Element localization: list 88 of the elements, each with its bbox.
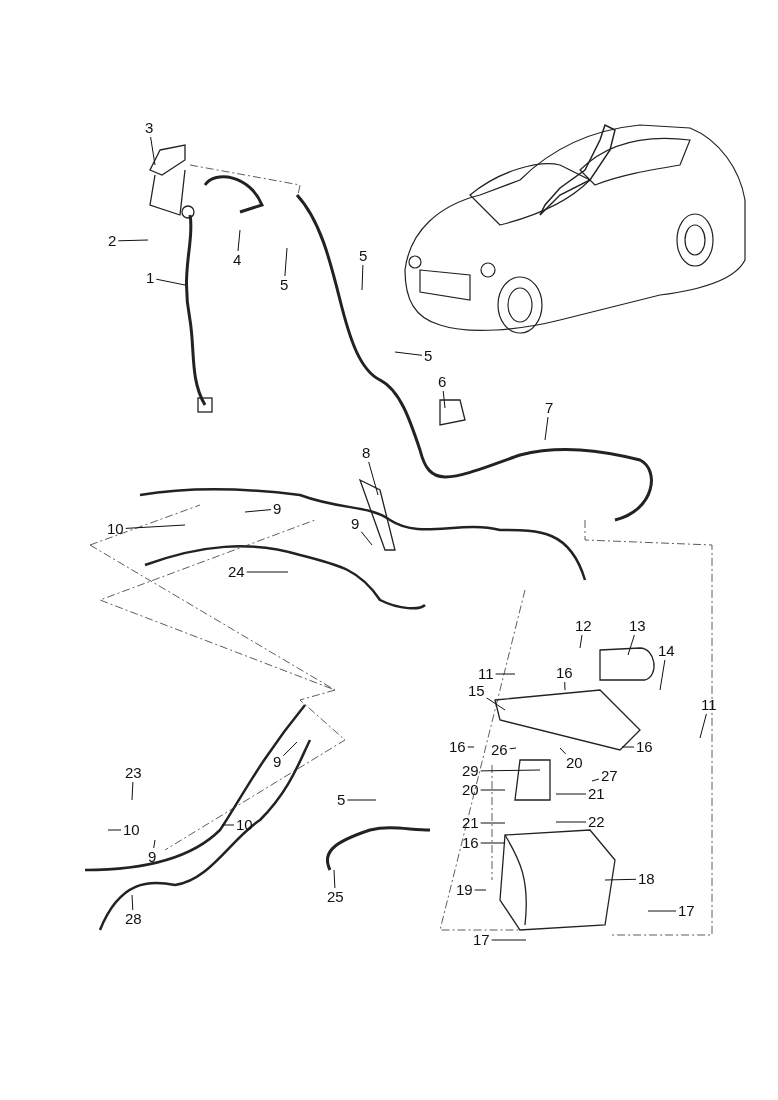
leader-line — [555, 821, 587, 823]
leader-line — [544, 416, 549, 441]
callout-number: 3 — [144, 120, 155, 136]
leader-line — [333, 869, 336, 889]
leader-line — [699, 713, 707, 739]
callout-number: 9 — [350, 516, 361, 532]
leader-line — [579, 634, 583, 649]
callout-number: 25 — [326, 889, 345, 905]
callout-number: 11 — [700, 697, 718, 713]
callout-number: 23 — [124, 765, 143, 781]
leader-line — [509, 747, 517, 750]
leader-line — [621, 746, 635, 748]
leader-line — [246, 571, 289, 573]
leader-line — [131, 894, 134, 911]
leader-line — [480, 789, 506, 791]
leader-line — [480, 769, 541, 772]
callout-number: 16 — [448, 739, 467, 755]
leader-line — [394, 351, 423, 356]
leader-line — [244, 509, 272, 513]
callout-number: 12 — [574, 618, 593, 634]
callout-number: 22 — [587, 814, 606, 830]
leader-line — [221, 824, 235, 826]
callout-number: 14 — [657, 643, 676, 659]
leader-line — [467, 746, 475, 748]
callout-number: 19 — [455, 882, 474, 898]
callout-number: 10 — [235, 817, 254, 833]
leader-line — [659, 659, 666, 691]
callout-number: 11 — [477, 666, 495, 682]
callout-number: 13 — [628, 618, 647, 634]
callout-number: 5 — [358, 248, 369, 264]
callout-number: 17 — [472, 932, 491, 948]
leader-line — [491, 939, 527, 941]
leader-line — [360, 531, 373, 546]
leader-line — [155, 278, 186, 286]
leader-line — [237, 229, 241, 252]
callout-number: 6 — [437, 374, 448, 390]
leader-line — [284, 247, 288, 277]
callout-number: 10 — [106, 521, 125, 537]
leader-line — [480, 822, 506, 824]
callout-number: 7 — [544, 400, 555, 416]
leader-line — [486, 697, 506, 711]
callout-number: 5 — [279, 277, 290, 293]
leader-line — [442, 390, 446, 409]
leader-line — [150, 136, 156, 166]
leader-line — [647, 910, 677, 912]
callout-number: 10 — [122, 822, 141, 838]
leader-line — [474, 889, 487, 891]
callout-number: 9 — [272, 501, 283, 517]
leader-line — [591, 778, 600, 782]
callout-number: 5 — [423, 348, 434, 364]
leader-line — [604, 878, 637, 881]
callout-number: 9 — [147, 849, 158, 865]
leader-line — [564, 681, 566, 691]
leader-line — [495, 673, 516, 675]
callout-number: 2 — [107, 233, 118, 249]
leader-line — [368, 461, 379, 496]
callout-number: 29 — [461, 763, 480, 779]
leader-line — [346, 799, 377, 801]
callout-number: 18 — [637, 871, 656, 887]
callout-number: 16 — [635, 739, 654, 755]
callout-number: 4 — [232, 252, 243, 268]
callout-number: 27 — [600, 768, 619, 784]
callout-number: 15 — [467, 683, 486, 699]
callout-number: 26 — [490, 742, 509, 758]
callout-number: 16 — [461, 835, 480, 851]
callout-number: 9 — [272, 754, 283, 770]
callout-number: 1 — [145, 270, 156, 286]
leader-line — [627, 634, 635, 656]
leader-line — [555, 793, 587, 795]
callout-number: 24 — [227, 564, 246, 580]
callout-number: 28 — [124, 911, 143, 927]
leader-line — [282, 741, 298, 757]
callout-number: 8 — [361, 445, 372, 461]
leader-line — [125, 524, 186, 529]
leader-line — [559, 747, 567, 755]
callout-number: 21 — [461, 815, 480, 831]
callout-number: 16 — [555, 665, 574, 681]
callout-number: 20 — [565, 755, 584, 771]
callout-number: 17 — [677, 903, 696, 919]
leader-line — [153, 839, 156, 849]
leader-line — [117, 239, 149, 242]
leader-line — [361, 264, 364, 291]
callout-number: 5 — [336, 792, 347, 808]
leader-line — [131, 781, 134, 801]
leader-line — [107, 829, 122, 831]
leader-line — [480, 842, 506, 844]
callout-number: 20 — [461, 782, 480, 798]
callout-number: 21 — [587, 786, 606, 802]
